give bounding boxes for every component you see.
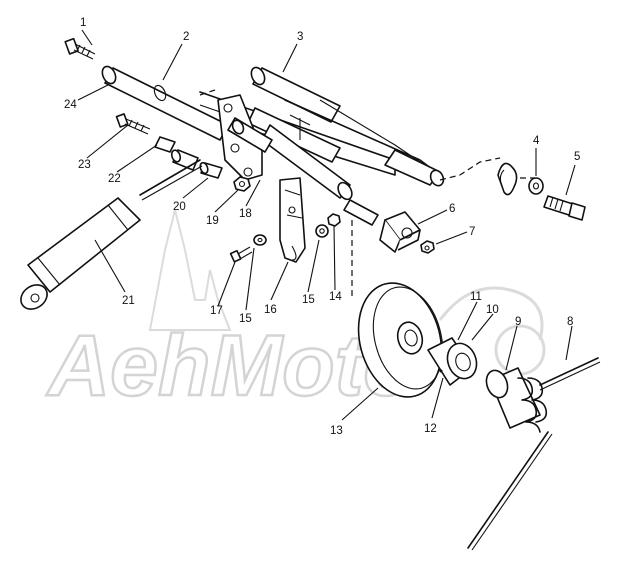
arm-plate-16 (279, 177, 306, 263)
callout-14: 14 (329, 291, 342, 303)
callout-4: 4 (533, 135, 540, 147)
nut-19 (233, 176, 251, 192)
callout-22: 22 (108, 173, 121, 185)
callout-13: 13 (330, 425, 343, 437)
idler-wheel-13 (357, 282, 444, 398)
washer-15-right (315, 224, 329, 238)
leader-lines (77, 29, 576, 421)
spring-9 (467, 357, 601, 551)
callout-7: 7 (469, 226, 475, 238)
callout-18: 18 (239, 208, 252, 220)
callout-9: 9 (515, 316, 521, 328)
callout-5: 5 (574, 151, 580, 163)
callout-10: 10 (486, 304, 499, 316)
callout-16: 16 (264, 304, 277, 316)
shaft-3 (250, 66, 341, 123)
bracket-plate-18 (217, 94, 273, 181)
callout-15-left: 15 (239, 313, 252, 325)
washer-15-left (253, 234, 267, 246)
callout-12: 12 (424, 423, 437, 435)
hub-spacer-10 (427, 337, 478, 386)
watermark-text: AehMoto (46, 318, 416, 414)
callout-8: 8 (567, 316, 573, 328)
washer-4 (528, 177, 544, 195)
callout-21: 21 (122, 295, 135, 307)
bushing-20 (199, 161, 223, 179)
bolt-23 (115, 113, 151, 135)
callout-19: 19 (206, 215, 219, 227)
callout-24: 24 (64, 99, 77, 111)
shaft-2 (101, 65, 229, 141)
nut-14 (327, 213, 341, 227)
watermark-logo: AehMoto (45, 209, 546, 415)
callout-17: 17 (210, 305, 223, 317)
callout-3: 3 (297, 31, 303, 43)
callout-2: 2 (183, 31, 189, 43)
rail-frame (199, 91, 445, 226)
callout-labels: 1 2 3 4 5 6 7 8 9 10 11 12 13 14 15 15 1… (64, 17, 580, 437)
bolt-1 (64, 37, 96, 60)
nut-7 (420, 240, 435, 254)
callout-1: 1 (80, 17, 86, 29)
callout-20: 20 (173, 201, 186, 213)
bolt-17 (229, 246, 253, 263)
shock-absorber-21 (20, 159, 203, 310)
frame-bracket-context (199, 89, 535, 300)
callout-23: 23 (78, 159, 91, 171)
callout-15-right: 15 (302, 294, 315, 306)
block-6 (379, 211, 421, 253)
callout-6: 6 (449, 203, 455, 215)
callout-11: 11 (470, 291, 482, 303)
bolt-5 (543, 195, 586, 221)
